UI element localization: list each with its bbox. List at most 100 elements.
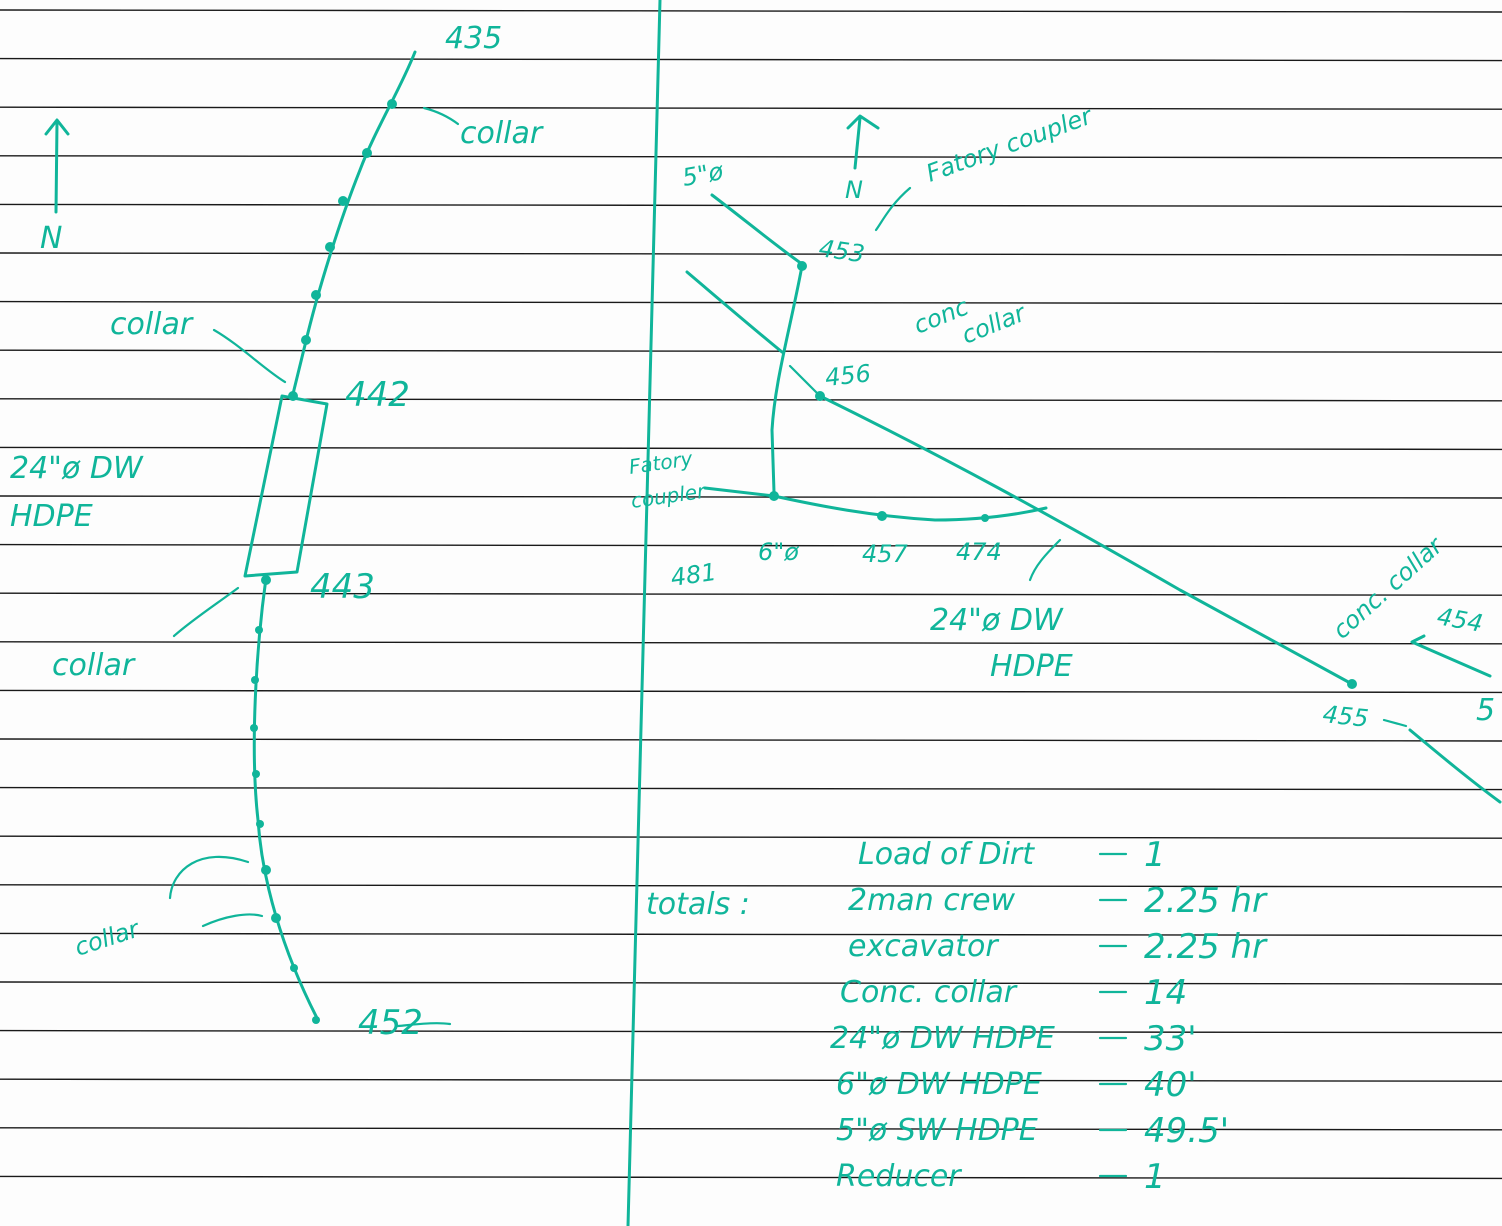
ruled-line: [0, 349, 1502, 353]
ruled-line: [0, 835, 1502, 839]
joint-marker: [252, 770, 260, 778]
joint-marker: [311, 290, 321, 300]
node-474-label: 474: [956, 538, 1002, 566]
ruled-line: [0, 1029, 1502, 1034]
node-474-marker: [981, 514, 989, 522]
totals-item-value: 40': [1144, 1065, 1197, 1105]
pipe-size-label: 24"ø DW: [10, 451, 144, 486]
joint-marker: [362, 148, 372, 158]
crossing-pipe: [685, 270, 784, 354]
totals-item-value: 2.25 hr: [1144, 927, 1268, 967]
factory-coupler-top-label: Fatory coupler: [922, 101, 1097, 188]
node-481-marker: [769, 491, 779, 501]
joint-marker: [250, 724, 258, 732]
north-arrow-left: N: [40, 118, 70, 256]
ruled-lines: [0, 9, 1502, 1180]
ruled-line: [0, 981, 1502, 985]
collar-label-bottom: collar: [71, 914, 144, 962]
totals-item-label: 2man crew: [848, 883, 1016, 918]
north-label-right: N: [845, 176, 863, 204]
totals-item-value: 49.5': [1144, 1111, 1229, 1151]
node-456-stub: [788, 364, 822, 398]
collar-label-mid: collar: [110, 307, 194, 342]
ruled-line: [0, 884, 1502, 888]
ruled-line: [0, 786, 1502, 791]
node-455-marker: [1347, 679, 1357, 689]
totals-table: Load of Dirt 1 2man crew 2.25 hr excavator 2.…: [830, 835, 1268, 1197]
joint-marker: [301, 335, 311, 345]
factory-coupler-left-label-2: coupler: [629, 479, 708, 513]
node-443-label: 443: [310, 567, 375, 607]
pipe-joints-top: [288, 99, 397, 401]
node-442-label: 442: [345, 375, 410, 415]
totals-item-value: 14: [1144, 973, 1187, 1013]
collar-label-lower: collar: [52, 648, 136, 683]
joint-marker: [338, 196, 348, 206]
ruled-line: [0, 398, 1502, 402]
pipe-type-label: HDPE: [10, 499, 93, 534]
joint-marker: [271, 913, 281, 923]
leader-collar-top: [422, 106, 460, 126]
pipe-run-435-442: [290, 50, 417, 400]
ruled-line: [0, 106, 1502, 110]
totals-item-label: 24"ø DW HDPE: [830, 1021, 1055, 1056]
leader-collar-bottom-b: [201, 913, 264, 928]
ruled-line: [0, 738, 1502, 742]
five-inch-label: 5"ø: [680, 157, 726, 192]
totals-item-label: 5"ø SW HDPE: [836, 1113, 1038, 1148]
pipe-454: [1410, 634, 1492, 678]
totals-item-label: Reducer: [836, 1159, 962, 1194]
joint-marker: [325, 242, 335, 252]
ruled-line: [0, 446, 1502, 451]
joint-marker: [251, 676, 259, 684]
node-453-label: 453: [817, 234, 866, 268]
collar-label-top: collar: [460, 116, 544, 151]
pipe-joints-bottom: [250, 575, 320, 1024]
node-455-label: 455: [1321, 700, 1369, 733]
five-inch-pipe: [710, 193, 804, 266]
node-452-underline: [396, 1022, 452, 1028]
joint-marker: [312, 1016, 320, 1024]
pipe-24-label-1: 24"ø DW: [930, 603, 1064, 638]
totals-heading: totals :: [646, 887, 750, 922]
ruled-line: [0, 689, 1502, 694]
ruled-line: [0, 1175, 1502, 1180]
totals-item-value: 1: [1144, 835, 1166, 875]
joint-marker: [290, 964, 298, 972]
ruled-line: [0, 9, 1502, 13]
node-457-marker: [877, 511, 887, 521]
joint-marker: [387, 99, 397, 109]
pipe-section-24in: [243, 394, 329, 578]
node-455-underline: [1382, 718, 1408, 728]
joint-marker: [261, 575, 271, 585]
totals-item-value: 2.25 hr: [1144, 881, 1268, 921]
leader-factory-coupler-top: [874, 186, 912, 232]
node-454-label: 454: [1435, 602, 1485, 638]
ruled-line: [0, 543, 1502, 548]
ruled-line: [0, 1078, 1502, 1082]
pipe-453-481: [770, 264, 804, 494]
ruled-line: [0, 300, 1502, 305]
node-435-label: 435: [445, 21, 502, 56]
totals-item-label: Load of Dirt: [858, 837, 1035, 872]
node-456-marker: [815, 391, 825, 401]
node-481-label: 481: [669, 558, 718, 592]
ruled-line: [0, 57, 1502, 62]
totals-item-value: 1: [1144, 1157, 1166, 1197]
five-right-label: 5: [1476, 693, 1495, 728]
pipe-24-label-2: HDPE: [990, 649, 1073, 684]
ruled-line: [0, 495, 1502, 499]
joint-marker: [255, 626, 263, 634]
node-452-label: 452: [358, 1003, 423, 1043]
pipe-run-443-452: [252, 576, 320, 1022]
joint-marker: [256, 820, 264, 828]
totals-item-label: excavator: [848, 929, 999, 964]
joint-marker: [261, 865, 271, 875]
leader-collar-lower: [172, 586, 240, 638]
ruled-line: [0, 932, 1502, 937]
leader-collar-bottom-a: [168, 855, 250, 900]
page-divider-line: [626, 0, 662, 1226]
pipe-456-455: [818, 394, 1354, 686]
node-457-label: 457: [862, 540, 909, 568]
